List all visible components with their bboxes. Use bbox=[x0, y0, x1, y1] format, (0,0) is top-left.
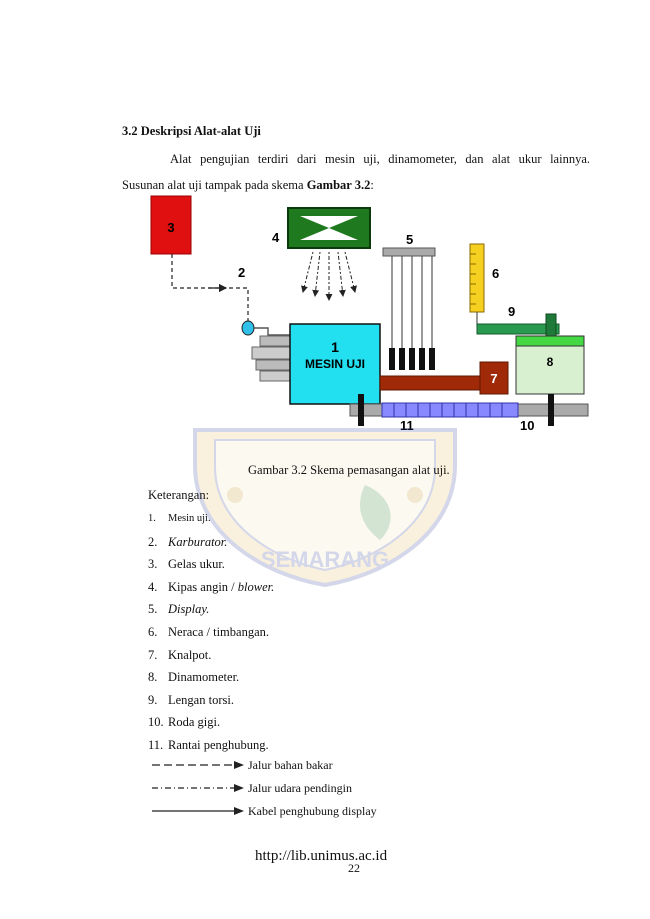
display-cables bbox=[391, 256, 433, 348]
label-8: 8 bbox=[547, 355, 554, 369]
mesin-uji-box: 1 MESIN UJI bbox=[289, 323, 381, 405]
item-number: 3. bbox=[148, 557, 158, 572]
mesin-uji-label: MESIN UJI bbox=[305, 357, 365, 371]
paragraph-line-2: Susunan alat uji tampak pada skema Gamba… bbox=[122, 172, 590, 198]
display-sensors bbox=[389, 348, 435, 370]
label-6: 6 bbox=[492, 266, 499, 281]
display-bar bbox=[382, 247, 436, 257]
label-1: 1 bbox=[331, 339, 339, 355]
item-number: 1. bbox=[148, 513, 156, 524]
item-number: 11. bbox=[148, 737, 164, 752]
item-text-italic: blower. bbox=[237, 579, 275, 594]
dash-dot-arrow-icon bbox=[152, 784, 244, 792]
list-item: 2. Karburator. bbox=[148, 531, 274, 554]
legend-air-label: Jalur udara pendingin bbox=[248, 781, 352, 795]
list-item: 3. Gelas ukur. bbox=[148, 553, 274, 576]
gelas-ukur-box: 3 bbox=[150, 195, 192, 255]
item-number: 4. bbox=[148, 579, 158, 594]
kipas-angin-box bbox=[287, 207, 371, 249]
item-text: Rantai penghubung. bbox=[168, 737, 269, 752]
page-number: 22 bbox=[348, 861, 360, 875]
item-text: Roda gigi. bbox=[168, 715, 221, 730]
item-text: Lengan torsi. bbox=[168, 692, 234, 707]
fuel-line bbox=[171, 254, 249, 325]
figure-reference: Gambar 3.2 bbox=[306, 178, 371, 192]
test-setup-diagram: 3 2 4 5 1 M bbox=[150, 195, 589, 433]
air-flow-arrows bbox=[301, 251, 357, 301]
paragraph-line-1: Alat pengujian terdiri dari mesin uji, d… bbox=[170, 152, 590, 166]
engine-shaft bbox=[379, 375, 481, 391]
list-item: 5. Display. bbox=[148, 598, 274, 621]
legend-list: 1. Mesin uji. 2. Karburator. 3. Gelas ukur.… bbox=[148, 508, 274, 757]
dinamometer-box: 8 bbox=[515, 335, 585, 395]
intake-block-1 bbox=[259, 335, 291, 347]
roda-gigi-left bbox=[358, 394, 364, 426]
figure-caption: Gambar 3.2 Skema pemasangan alat uji. bbox=[248, 463, 450, 477]
karburator-shape bbox=[241, 320, 255, 336]
item-number: 10. bbox=[148, 715, 164, 730]
item-text: Knalpot. bbox=[168, 647, 212, 662]
label-11: 11 bbox=[400, 418, 414, 433]
label-2: 2 bbox=[238, 265, 245, 280]
list-item: 11. Rantai penghubung. bbox=[148, 734, 274, 757]
roda-gigi-right bbox=[548, 394, 554, 426]
list-item: 8. Dinamometer. bbox=[148, 666, 274, 689]
legend-fuel-label: Jalur bahan bakar bbox=[248, 758, 333, 772]
paragraph-colon: : bbox=[370, 178, 374, 192]
list-item: 6. Neraca / timbangan. bbox=[148, 621, 274, 644]
item-text: Display. bbox=[168, 602, 210, 617]
list-item: 1. Mesin uji. bbox=[148, 508, 274, 531]
item-number: 5. bbox=[148, 602, 158, 617]
item-number: 9. bbox=[148, 692, 158, 707]
footer-url: http://lib.unimus.ac.id bbox=[255, 848, 388, 864]
list-item: 7. Knalpot. bbox=[148, 644, 274, 667]
item-text: Mesin uji. bbox=[168, 513, 211, 524]
item-text: Karburator. bbox=[168, 534, 228, 549]
label-7: 7 bbox=[490, 371, 497, 386]
karburator-pipe bbox=[254, 327, 290, 336]
section-heading: 3.2 Deskripsi Alat-alat Uji bbox=[122, 124, 261, 138]
item-number: 7. bbox=[148, 647, 158, 662]
rantai-penghubung bbox=[381, 402, 519, 418]
list-item: 9. Lengan torsi. bbox=[148, 689, 274, 712]
item-text: Kipas angin / bbox=[168, 579, 238, 594]
legend-cable-label: Kabel penghubung display bbox=[248, 804, 377, 818]
list-item: 4. Kipas angin / blower. bbox=[148, 576, 274, 599]
intake-block-2 bbox=[251, 346, 291, 360]
label-10: 10 bbox=[520, 418, 534, 433]
keterangan-heading: Keterangan: bbox=[148, 488, 210, 502]
neraca-scale bbox=[469, 243, 485, 313]
label-5: 5 bbox=[406, 232, 413, 247]
item-text: Neraca / timbangan. bbox=[168, 624, 269, 639]
solid-arrow-icon bbox=[152, 807, 244, 815]
label-9: 9 bbox=[508, 304, 515, 319]
intake-block-4 bbox=[259, 370, 291, 382]
label-4: 4 bbox=[272, 230, 280, 245]
item-text: Dinamometer. bbox=[168, 670, 240, 685]
item-number: 8. bbox=[148, 670, 158, 685]
item-number: 2. bbox=[148, 534, 158, 549]
item-number: 6. bbox=[148, 624, 158, 639]
dashed-arrow-icon bbox=[152, 761, 244, 769]
label-3: 3 bbox=[167, 220, 174, 235]
item-text: Gelas ukur. bbox=[168, 557, 225, 572]
watermark-text: SEMARANG bbox=[261, 547, 389, 572]
lengan-torsi bbox=[476, 323, 560, 335]
list-item: 10. Roda gigi. bbox=[148, 711, 274, 734]
dyno-bracket bbox=[545, 313, 557, 337]
watermark-logo: SEMARANG bbox=[193, 428, 457, 588]
intake-block-3 bbox=[255, 359, 291, 371]
knalpot-box: 7 bbox=[479, 361, 509, 395]
paragraph-text: Susunan alat uji tampak pada skema bbox=[122, 178, 307, 192]
